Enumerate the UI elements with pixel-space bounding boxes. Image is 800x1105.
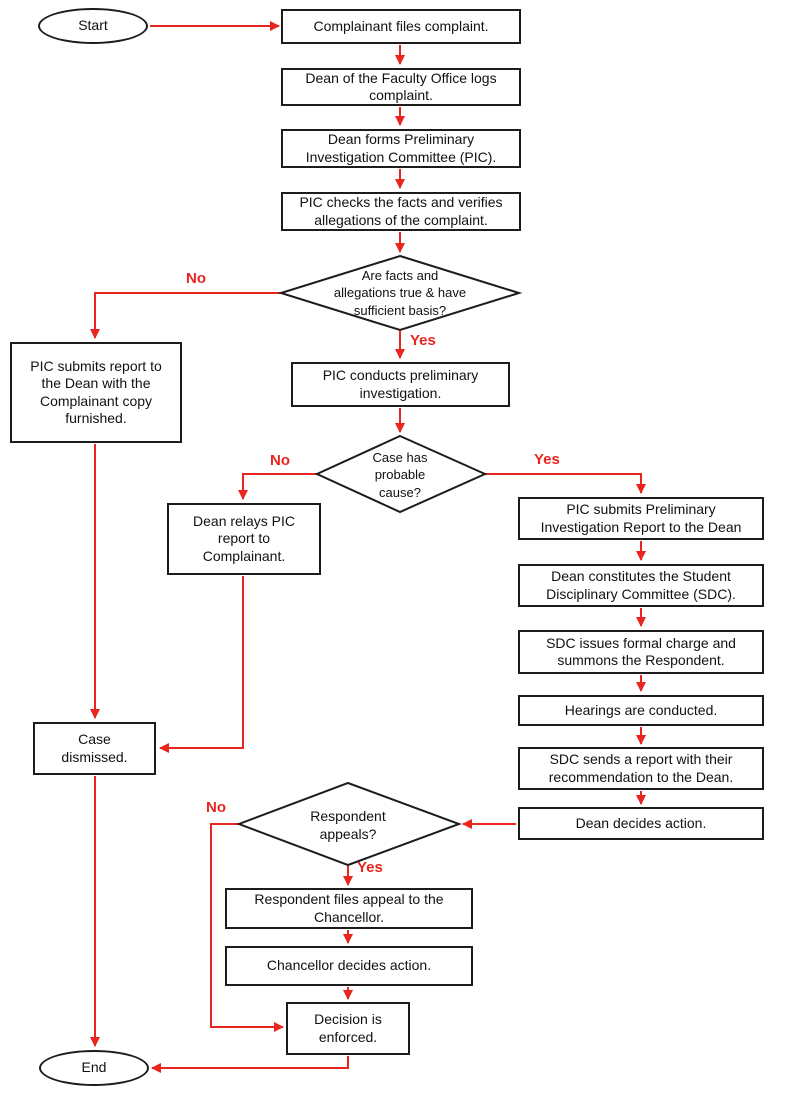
arrow-relay-to-dismissed — [159, 576, 244, 753]
node-formal-charge: SDC issues formal charge and summons the… — [518, 630, 764, 674]
edge-label-appeals-no: No — [206, 799, 226, 816]
arrow-cause-yes — [485, 473, 646, 494]
node-relay-report: Dean relays PIC report to Complainant. — [167, 503, 321, 575]
decision-facts-shape — [277, 254, 523, 332]
decision-cause-label: Case has probable cause? — [372, 450, 428, 500]
node-pic-report-dean: PIC submits report to the Dean with the … — [10, 342, 182, 443]
node-prelim-investigation: PIC conducts preliminary investigation. — [291, 362, 510, 407]
edge-label-facts-yes: Yes — [410, 332, 436, 349]
node-file-complaint: Complainant files complaint. — [281, 9, 521, 44]
arrow-facts-no — [90, 292, 281, 339]
edge-label-facts-no: No — [186, 270, 206, 287]
node-chancellor-action: Chancellor decides action. — [225, 946, 473, 986]
decision-appeals-shape — [236, 781, 462, 867]
node-log-complaint: Dean of the Faculty Office logs complain… — [281, 68, 521, 106]
decision-cause-shape — [314, 434, 488, 514]
node-case-dismissed: Case dismissed. — [33, 722, 156, 775]
start-terminator: Start — [38, 8, 148, 44]
node-check-facts: PIC checks the facts and verifies allega… — [281, 192, 521, 231]
node-sdc-report: SDC sends a report with their recommenda… — [518, 747, 764, 790]
arrow-enforced-to-end — [151, 1056, 349, 1073]
edge-label-cause-yes: Yes — [534, 451, 560, 468]
node-hearings: Hearings are conducted. — [518, 695, 764, 726]
node-constitute-sdc: Dean constitutes the Student Disciplinar… — [518, 564, 764, 607]
decision-facts-label: Are facts and allegations true & have su… — [333, 268, 467, 318]
node-decision-enforced: Decision is enforced. — [286, 1002, 410, 1055]
arrow-appeals-no — [210, 823, 284, 1032]
edge-label-cause-no: No — [270, 452, 290, 469]
arrow-cause-no — [238, 473, 317, 500]
decision-appeals-label: Respondent appeals? — [310, 807, 386, 842]
edge-label-appeals-yes: Yes — [357, 859, 383, 876]
node-form-pic: Dean forms Preliminary Investigation Com… — [281, 129, 521, 168]
node-submit-pir: PIC submits Preliminary Investigation Re… — [518, 497, 764, 540]
node-dean-action: Dean decides action. — [518, 807, 764, 840]
node-file-appeal: Respondent files appeal to the Chancello… — [225, 888, 473, 929]
end-terminator: End — [39, 1050, 149, 1086]
